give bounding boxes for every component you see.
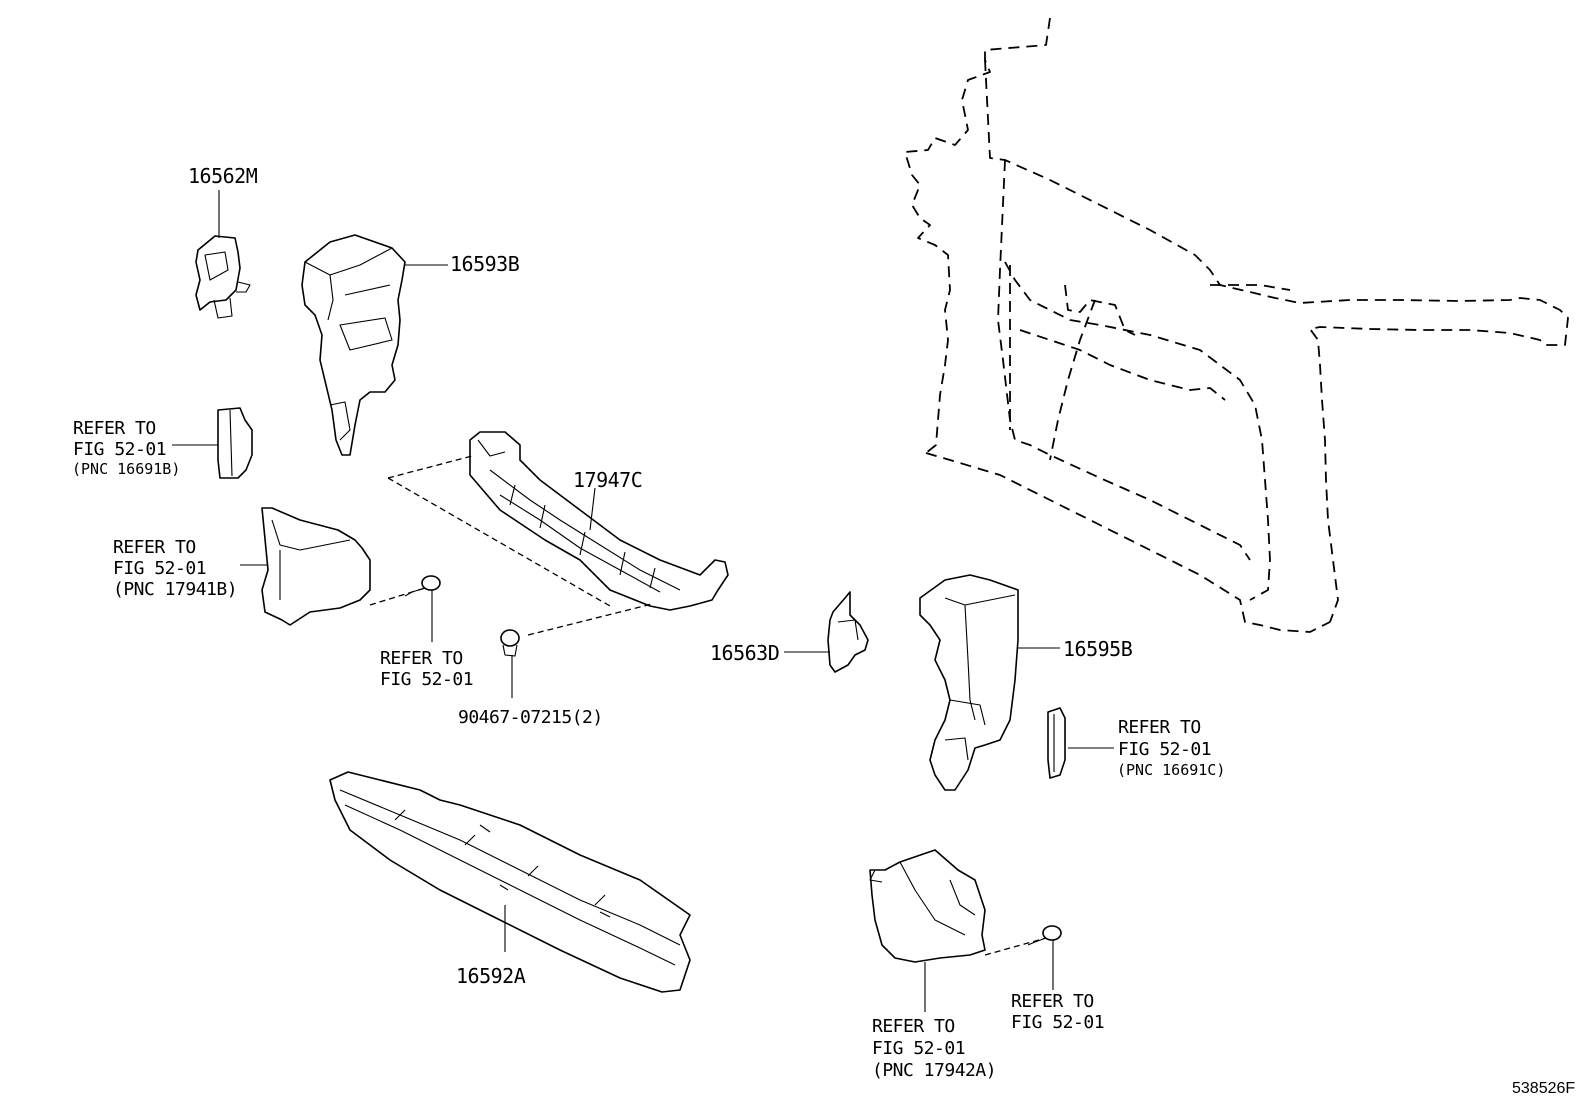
figure-id: 538526F — [1512, 1080, 1575, 1097]
ref2-line3: (PNC 17941B) — [113, 579, 237, 600]
ref1-line3: (PNC 16691B) — [72, 460, 180, 478]
label-16595b: 16595B — [1063, 637, 1133, 661]
align-line-3 — [527, 603, 653, 636]
ref5-line1: REFER TO — [872, 1016, 955, 1037]
label-16593b: 16593B — [450, 252, 520, 276]
part-16691b-drawing — [217, 407, 253, 479]
ref2-line1: REFER TO — [113, 537, 196, 558]
ref2-line2: FIG 52-01 — [113, 558, 206, 579]
radiator-support-phantom — [904, 17, 1569, 633]
screw-ref6 — [984, 925, 1062, 956]
label-16562m: 16562M — [188, 164, 258, 188]
part-16562m-drawing — [195, 235, 251, 319]
part-16563d-drawing — [827, 591, 869, 673]
label-90467-07215: 90467-07215(2) — [458, 707, 603, 728]
part-17947c-drawing — [469, 431, 729, 611]
ref4-line1: REFER TO — [1118, 717, 1201, 738]
ref5-line3: (PNC 17942A) — [872, 1060, 996, 1081]
part-17941b-drawing — [261, 507, 371, 626]
label-17947c: 17947C — [573, 468, 642, 492]
align-line-1 — [387, 455, 473, 479]
ref6-line2: FIG 52-01 — [1011, 1012, 1104, 1033]
label-16563d: 16563D — [710, 641, 779, 665]
part-16691c-drawing — [1047, 707, 1066, 779]
ref6-line1: REFER TO — [1011, 991, 1094, 1012]
leader-17947c — [589, 487, 596, 531]
screw-ref3 — [369, 575, 441, 606]
align-line-2 — [387, 477, 611, 607]
ref3-line1: REFER TO — [380, 648, 463, 669]
ref1-line1: REFER TO — [73, 418, 156, 439]
part-17942a-drawing — [869, 849, 986, 963]
ref3-line2: FIG 52-01 — [380, 669, 473, 690]
part-16593b-drawing — [301, 234, 406, 456]
part-16595b-drawing — [919, 574, 1019, 791]
clip-90467 — [500, 629, 520, 657]
ref5-line2: FIG 52-01 — [872, 1038, 965, 1059]
part-16592a-drawing — [329, 771, 691, 993]
ref4-line2: FIG 52-01 — [1118, 739, 1211, 760]
ref1-line2: FIG 52-01 — [73, 439, 166, 460]
label-16592a: 16592A — [456, 964, 526, 988]
ref4-line3: (PNC 16691C) — [1117, 761, 1225, 779]
